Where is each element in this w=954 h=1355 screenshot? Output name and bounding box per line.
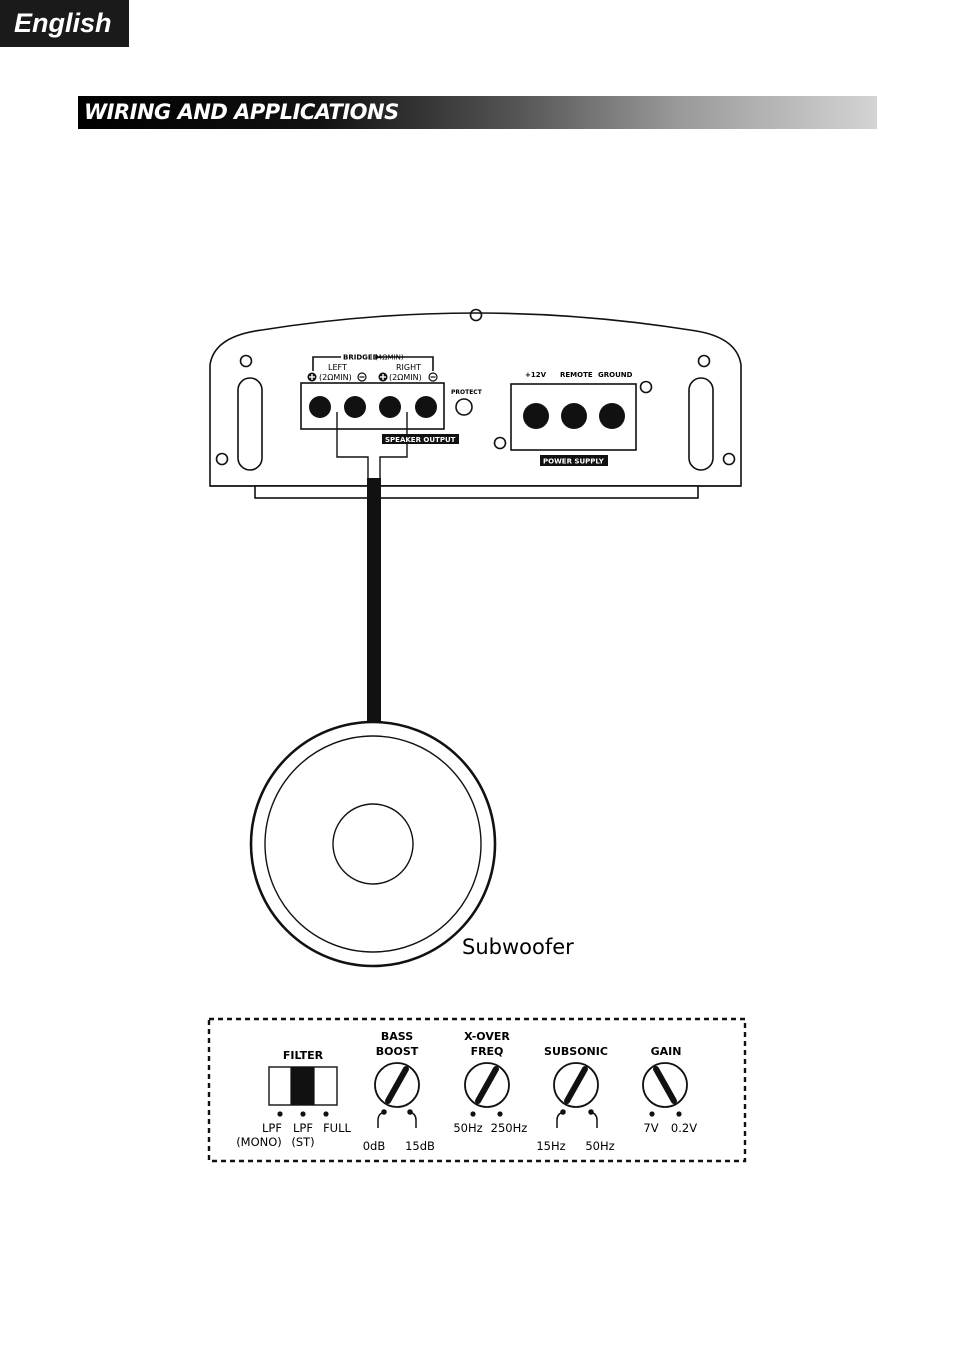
right-label: RIGHT (396, 363, 421, 372)
subsonic-min-label: 15Hz (536, 1139, 565, 1153)
filter-title: FILTER (283, 1049, 324, 1062)
filter-switch (269, 1067, 337, 1105)
filter-lpf-mono-label: LPF (262, 1121, 282, 1135)
filter-mono-label: (MONO) (236, 1135, 282, 1149)
power-terminals (523, 403, 625, 429)
gain-max-label: 0.2V (671, 1121, 697, 1135)
filter-position-dots (277, 1111, 328, 1116)
filter-st-label: (ST) (291, 1135, 314, 1149)
plus-icon (379, 373, 388, 382)
subsonic-title: SUBSONIC (544, 1045, 608, 1058)
bass-boost-min-label: 0dB (363, 1139, 386, 1153)
xover-title-2: FREQ (471, 1045, 504, 1058)
subsonic-knob (554, 1063, 598, 1107)
remote-label: REMOTE (560, 371, 593, 379)
plus-icon (308, 373, 317, 382)
xover-title-1: X-OVER (464, 1030, 510, 1043)
filter-lpf-st-label: LPF (293, 1121, 313, 1135)
bass-boost-title-1: BASS (381, 1030, 413, 1043)
left-label: LEFT (328, 363, 347, 372)
subsonic-max-label: 50Hz (585, 1139, 614, 1153)
xover-max-label: 250Hz (491, 1121, 528, 1135)
bass-boost-title-2: BOOST (376, 1045, 419, 1058)
bass-boost-range-marks (378, 1110, 416, 1128)
left-min-label: (2ΩMIN) (319, 373, 352, 382)
protect-label: PROTECT (451, 389, 483, 396)
xover-range-dots (470, 1111, 502, 1116)
xover-knob (465, 1063, 509, 1107)
filter-full-label: FULL (323, 1121, 351, 1135)
gain-knob (643, 1063, 687, 1107)
speaker-output-label: SPEAKER OUTPUT (385, 436, 456, 444)
speaker-cable (367, 478, 381, 722)
minus-icon (429, 373, 437, 381)
bridged-min-label: (4ΩMIN) (375, 354, 404, 362)
gain-range-dots (649, 1111, 681, 1116)
bass-boost-knob (375, 1063, 419, 1107)
minus-icon (358, 373, 366, 381)
plus12v-label: +12V (525, 371, 547, 379)
gain-title: GAIN (651, 1045, 682, 1058)
power-supply-label: POWER SUPPLY (543, 458, 605, 466)
gain-min-label: 7V (643, 1121, 658, 1135)
subwoofer-label: Subwoofer (462, 935, 574, 959)
amplifier-panel (210, 310, 741, 499)
bass-boost-max-label: 15dB (405, 1139, 435, 1153)
right-min-label: (2ΩMIN) (389, 373, 422, 382)
subwoofer-icon (251, 722, 495, 966)
subsonic-range-marks (557, 1110, 597, 1128)
ground-label: GROUND (598, 371, 633, 379)
bridged-label: BRIDGED (343, 354, 379, 362)
xover-min-label: 50Hz (453, 1121, 482, 1135)
